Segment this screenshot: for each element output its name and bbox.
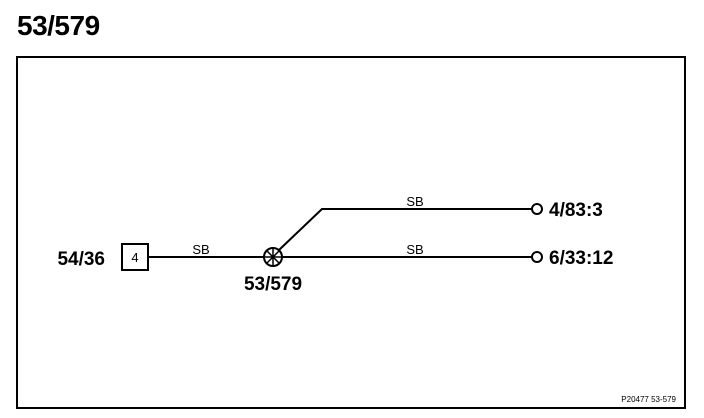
terminal-lower-label: 6/33:12 — [549, 248, 613, 269]
terminal-upper-icon — [531, 203, 543, 215]
terminal-lower-icon — [531, 251, 543, 263]
page-title: 53/579 — [17, 10, 100, 41]
wire-splice-to-terminal-upper — [278, 208, 532, 251]
diagram-frame — [16, 56, 686, 409]
splice-icon — [263, 247, 283, 267]
splice-label: 53/579 — [244, 274, 302, 295]
wire-color-label: SB — [406, 242, 423, 257]
figure-reference: P20477 53-579 — [621, 395, 676, 404]
connector-pin-number: 4 — [131, 250, 138, 265]
connector-box — [121, 243, 149, 271]
wire-color-label: SB — [406, 194, 423, 209]
terminal-upper-label: 4/83:3 — [549, 200, 603, 221]
wire-color-label: SB — [192, 242, 209, 257]
connector-label: 54/36 — [57, 249, 105, 270]
